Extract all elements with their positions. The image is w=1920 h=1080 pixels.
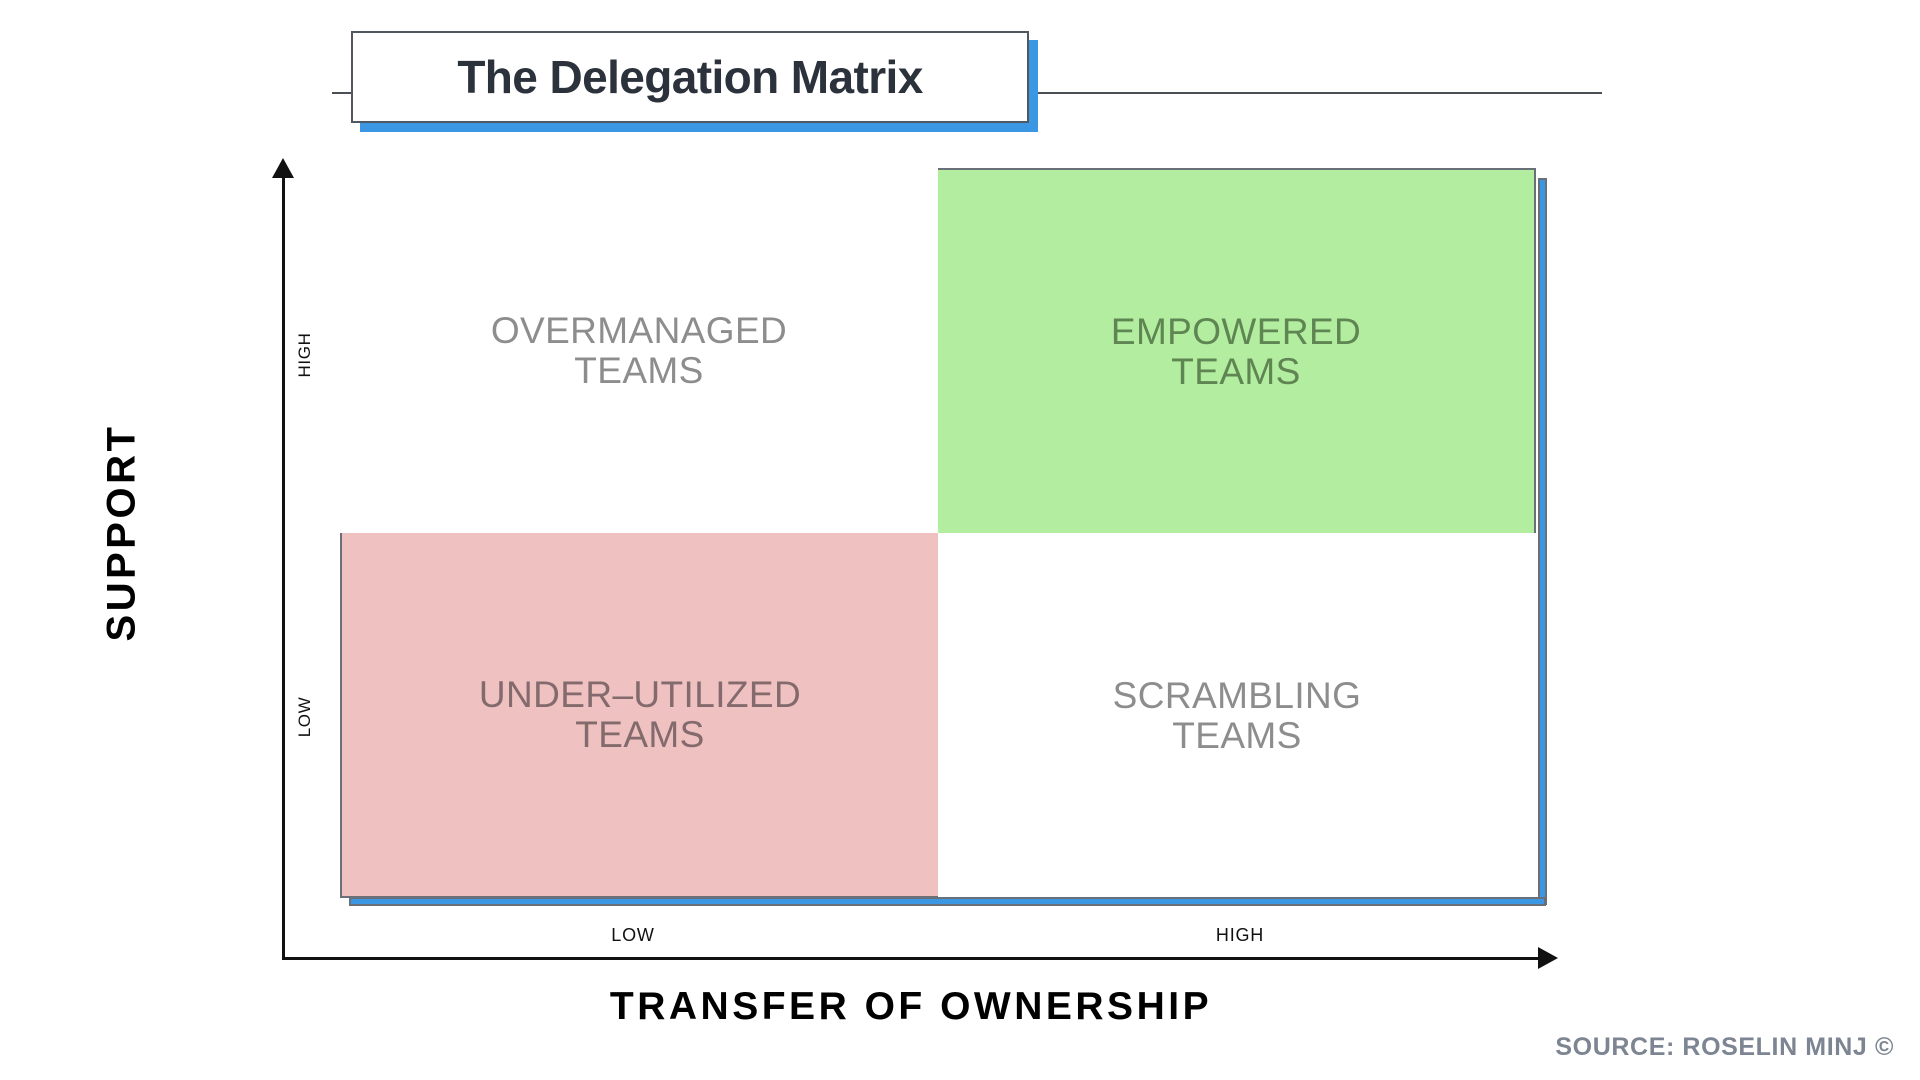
matrix-accent-right-edge [1538, 178, 1547, 905]
page-title: The Delegation Matrix [457, 51, 923, 103]
quadrant-under-utilized-teams[interactable]: UNDER–UTILIZED TEAMS [340, 533, 938, 898]
title-box: The Delegation Matrix [351, 31, 1029, 123]
x-axis-line [282, 957, 1540, 960]
y-axis-arrowhead-icon [272, 158, 294, 178]
x-axis-tick-high: HIGH [1215, 925, 1265, 945]
quadrant-empowered-teams[interactable]: EMPOWERED TEAMS [938, 168, 1536, 533]
matrix-accent-bottom-edge [349, 897, 1546, 906]
quadrant-label: UNDER–UTILIZED TEAMS [478, 673, 802, 755]
y-axis-line [282, 170, 285, 960]
y-axis-tick-low: LOW [295, 696, 314, 738]
y-axis-title: SUPPORT [99, 423, 144, 642]
quadrant-label: SCRAMBLING TEAMS [1112, 674, 1362, 756]
quadrant-label: OVERMANAGED TEAMS [490, 309, 788, 391]
x-axis-arrowhead-icon [1538, 947, 1558, 969]
source-attribution: SOURCE: ROSELIN MINJ © [1555, 1033, 1894, 1061]
quadrant-label: EMPOWERED TEAMS [1110, 310, 1362, 392]
y-axis-tick-high: HIGH [295, 332, 314, 378]
x-axis-title: TRANSFER OF OWNERSHIP [609, 985, 1213, 1028]
x-axis-tick-low: LOW [611, 925, 655, 945]
quadrant-overmanaged-teams[interactable]: OVERMANAGED TEAMS [340, 168, 938, 533]
quadrant-scrambling-teams[interactable]: SCRAMBLING TEAMS [938, 533, 1536, 898]
